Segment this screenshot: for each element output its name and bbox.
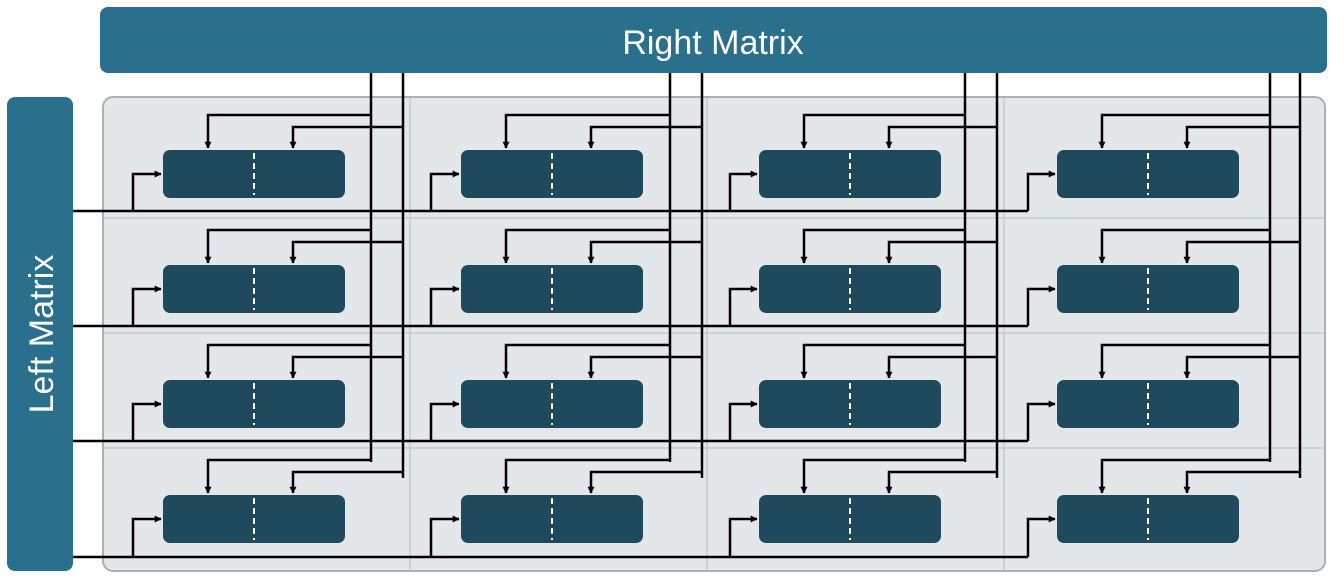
feed-a-r4-c3 <box>800 458 965 494</box>
feed-a-r3-c3 <box>800 343 965 379</box>
row-feed-r1-c3 <box>728 170 758 211</box>
left-matrix-label: Left Matrix <box>23 255 61 414</box>
feed-b-r3-c1 <box>289 355 403 379</box>
feed-a-r4-c2 <box>502 458 670 494</box>
row-feed-r4-c4 <box>1026 515 1056 557</box>
feed-b-r3-c2 <box>587 355 702 379</box>
row-feed-r3-c1 <box>131 400 162 441</box>
row-feed-r2-c4 <box>1026 285 1056 326</box>
feed-a-r3-c4 <box>1098 343 1270 379</box>
row-feed-r1-c4 <box>1026 170 1056 211</box>
feed-b-r4-c4 <box>1183 470 1300 494</box>
left-matrix-bar: Left Matrix <box>7 97 73 571</box>
row-feed-r4-c1 <box>131 515 162 557</box>
processing-element-r1-c2 <box>461 150 643 198</box>
processing-element-r2-c1 <box>163 265 345 313</box>
feed-a-r4-c1 <box>204 458 371 494</box>
processing-element-r2-c3 <box>759 265 941 313</box>
processing-element-r3-c1 <box>163 380 345 428</box>
feed-b-r2-c4 <box>1183 240 1300 264</box>
row-feed-r1-c2 <box>429 170 460 211</box>
feed-b-r2-c3 <box>885 240 997 264</box>
processing-element-r2-c2 <box>461 265 643 313</box>
processing-element-r1-c3 <box>759 150 941 198</box>
row-feed-r4-c2 <box>429 515 460 557</box>
feed-a-r1-c4 <box>1098 113 1270 149</box>
row-feed-r2-c3 <box>728 285 758 326</box>
feed-b-r3-c4 <box>1183 355 1300 379</box>
feed-a-r2-c4 <box>1098 228 1270 264</box>
feed-a-r1-c2 <box>502 113 670 149</box>
processing-element-r4-c4 <box>1057 495 1239 543</box>
feed-b-r1-c3 <box>885 125 997 149</box>
processing-element-r2-c4 <box>1057 265 1239 313</box>
feed-b-r1-c2 <box>587 125 702 149</box>
processing-element-r1-c1 <box>163 150 345 198</box>
feed-b-r2-c1 <box>289 240 403 264</box>
feed-b-r3-c3 <box>885 355 997 379</box>
row-feed-r4-c3 <box>728 515 758 557</box>
interconnect-wires <box>73 73 1302 559</box>
processing-element-r4-c1 <box>163 495 345 543</box>
grid-divider-lines <box>104 98 1324 570</box>
feed-a-r4-c4 <box>1098 458 1270 494</box>
processing-element-r3-c4 <box>1057 380 1239 428</box>
feed-a-r1-c3 <box>800 113 965 149</box>
right-matrix-label: Right Matrix <box>622 24 803 62</box>
right-matrix-bar: Right Matrix <box>100 7 1327 73</box>
feed-b-r2-c2 <box>587 240 702 264</box>
feed-a-r2-c2 <box>502 228 670 264</box>
processing-element-r3-c3 <box>759 380 941 428</box>
feed-a-r2-c1 <box>204 228 371 264</box>
row-feed-r2-c1 <box>131 285 162 326</box>
processing-element-r1-c4 <box>1057 150 1239 198</box>
processing-grid-panel <box>102 96 1326 572</box>
processing-element-r4-c3 <box>759 495 941 543</box>
row-feed-r3-c2 <box>429 400 460 441</box>
feed-a-r1-c1 <box>204 113 371 149</box>
feed-b-r4-c1 <box>289 470 403 494</box>
feed-a-r2-c3 <box>800 228 965 264</box>
feed-b-r1-c1 <box>289 125 403 149</box>
processing-element-r3-c2 <box>461 380 643 428</box>
row-feed-r2-c2 <box>429 285 460 326</box>
processing-elements <box>163 150 1239 543</box>
feed-b-r4-c2 <box>587 470 702 494</box>
feed-a-r3-c2 <box>502 343 670 379</box>
feed-b-r4-c3 <box>885 470 997 494</box>
feed-b-r1-c4 <box>1183 125 1300 149</box>
row-feed-r1-c1 <box>131 170 162 211</box>
feed-a-r3-c1 <box>204 343 371 379</box>
processing-element-r4-c2 <box>461 495 643 543</box>
row-feed-r3-c3 <box>728 400 758 441</box>
row-feed-r3-c4 <box>1026 400 1056 441</box>
